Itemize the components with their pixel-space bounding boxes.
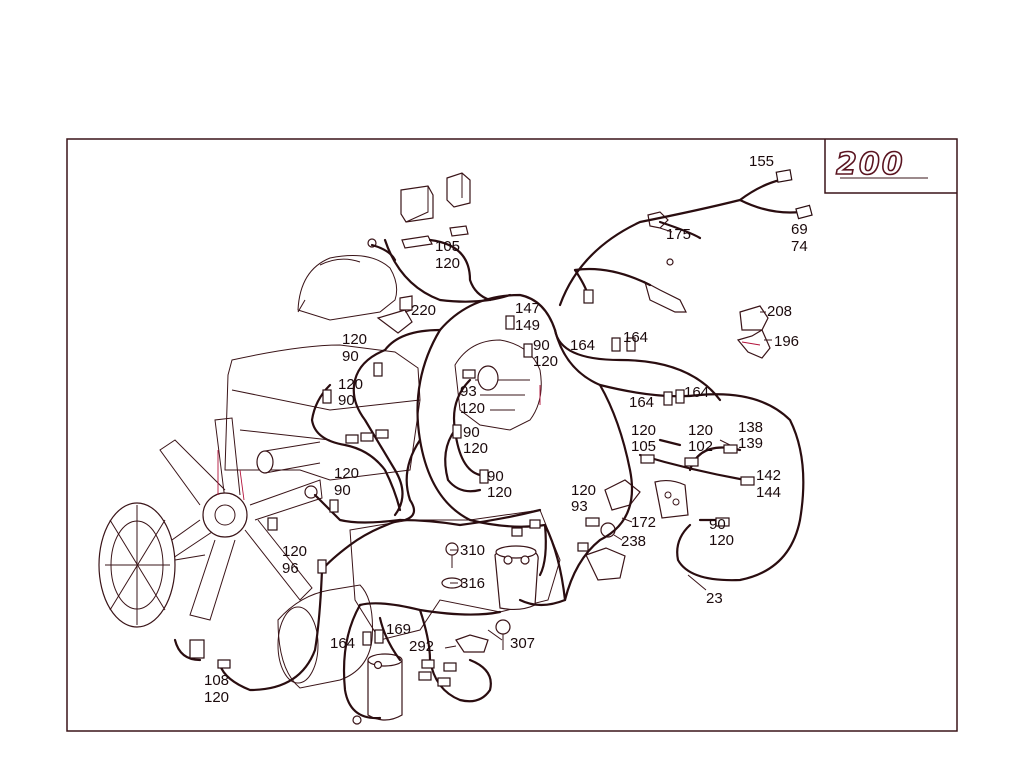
- label-208: 208: [767, 303, 792, 320]
- switch-238: [585, 547, 626, 581]
- cooling-fan: [159, 417, 323, 621]
- label-120: 120: [338, 376, 363, 393]
- label-120: 120: [571, 482, 596, 499]
- label-142: 142: [756, 467, 781, 484]
- label-102: 102: [688, 438, 713, 455]
- label-139: 139: [738, 435, 763, 452]
- label-120: 120: [460, 400, 485, 417]
- label-120: 120: [631, 422, 656, 439]
- label-108: 108: [204, 672, 229, 689]
- model-badge: 200: [824, 139, 957, 194]
- label-120: 120: [709, 532, 734, 549]
- part-labels: 155 175 69 74 105 120 220 147 149 208 19…: [204, 153, 808, 706]
- label-138: 138: [738, 419, 763, 436]
- leader-lines: [404, 227, 772, 649]
- label-23: 23: [706, 590, 723, 607]
- label-93: 93: [571, 498, 588, 515]
- label-164: 164: [684, 384, 709, 401]
- relay-boxes: [400, 172, 471, 249]
- label-164: 164: [629, 394, 654, 411]
- connectors: [189, 169, 813, 687]
- label-175: 175: [666, 226, 691, 243]
- label-155: 155: [749, 153, 774, 170]
- fan-clutch: [98, 502, 206, 628]
- label-238: 238: [621, 533, 646, 550]
- label-120: 120: [282, 543, 307, 560]
- label-120: 120: [342, 331, 367, 348]
- label-169: 169: [386, 621, 411, 638]
- sensor-plug: [644, 280, 687, 313]
- label-164: 164: [623, 329, 648, 346]
- label-147: 147: [515, 300, 540, 317]
- label-220: 220: [411, 302, 436, 319]
- label-120: 120: [204, 689, 229, 706]
- label-90: 90: [533, 337, 550, 354]
- label-164: 164: [330, 635, 355, 652]
- label-120: 120: [334, 465, 359, 482]
- label-74: 74: [791, 238, 808, 255]
- label-69: 69: [791, 221, 808, 238]
- label-316: 316: [460, 575, 485, 592]
- label-96: 96: [282, 560, 299, 577]
- label-172: 172: [631, 514, 656, 531]
- label-144: 144: [756, 484, 781, 501]
- label-120: 120: [688, 422, 713, 439]
- label-120: 120: [463, 440, 488, 457]
- distributor: [454, 339, 542, 431]
- model-badge-text: 200: [836, 147, 905, 182]
- label-149: 149: [515, 317, 540, 334]
- label-120: 120: [435, 255, 460, 272]
- label-90: 90: [709, 516, 726, 533]
- label-307: 307: [510, 635, 535, 652]
- label-105: 105: [631, 438, 656, 455]
- label-120: 120: [533, 353, 558, 370]
- label-90: 90: [463, 424, 480, 441]
- coil-canister: [367, 653, 403, 721]
- connector-208: [739, 305, 769, 331]
- relay-block: [654, 479, 689, 519]
- label-196: 196: [774, 333, 799, 350]
- label-164: 164: [570, 337, 595, 354]
- label-310: 310: [460, 542, 485, 559]
- ignition-coil: [494, 545, 539, 611]
- engine-block: [98, 172, 771, 725]
- label-90: 90: [334, 482, 351, 499]
- label-120: 120: [487, 484, 512, 501]
- label-105: 105: [435, 238, 460, 255]
- label-292: 292: [409, 638, 434, 655]
- connector-292: [455, 634, 489, 653]
- diagram-frame: [66, 138, 958, 732]
- label-93: 93: [460, 383, 477, 400]
- label-90: 90: [487, 468, 504, 485]
- label-90: 90: [338, 392, 355, 409]
- label-90: 90: [342, 348, 359, 365]
